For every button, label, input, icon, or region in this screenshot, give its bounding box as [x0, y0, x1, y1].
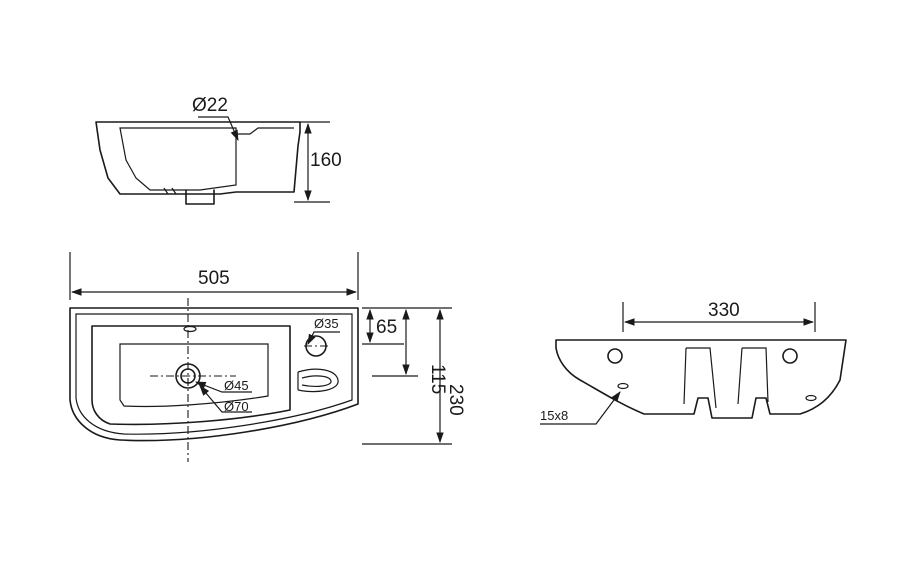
drain-inner-label: Ø45 — [224, 378, 249, 393]
spacing-label: 330 — [708, 300, 740, 321]
basin-side-ledge — [236, 127, 294, 135]
tap-hole-leader — [307, 331, 340, 345]
basin-back-outline — [555, 339, 847, 419]
overflow-slot — [163, 187, 177, 195]
basin-side-outline — [95, 121, 301, 195]
back-view: 330 15x8 — [540, 300, 847, 425]
depth2-label: 115 — [427, 364, 448, 394]
back-inner-recess-2 — [683, 347, 743, 405]
slot-right — [805, 394, 817, 402]
width-label: 505 — [198, 268, 230, 289]
drain-diameter-label: Ø22 — [192, 95, 228, 116]
drain-outlet — [185, 189, 215, 205]
slot-label: 15x8 — [540, 408, 568, 423]
bowl-outline — [91, 325, 291, 426]
drain-outer-label: Ø70 — [224, 399, 249, 414]
basin-side-inner — [119, 127, 237, 191]
top-view: 505 Ø35 Ø45 Ø70 65 115 230 — [69, 252, 466, 462]
depth3-label: 230 — [445, 384, 466, 416]
slot-leader — [540, 391, 621, 425]
mounting-hole-right — [782, 348, 798, 364]
depth1-label: 65 — [376, 317, 397, 338]
drain-leader — [198, 116, 239, 141]
basin-top-outline — [69, 307, 359, 442]
soap-dish-ridges — [297, 368, 339, 393]
side-view: 160 Ø22 — [95, 95, 342, 205]
bowl-inner — [119, 343, 269, 408]
height-label: 160 — [310, 150, 342, 171]
slot-left — [617, 382, 629, 390]
overflow-hole — [183, 325, 197, 333]
tap-hole-label: Ø35 — [314, 316, 339, 331]
drain-outer-leader — [199, 385, 252, 413]
mounting-hole-left — [607, 348, 623, 364]
basin-top-rim — [75, 313, 353, 435]
back-inner-recess — [686, 347, 769, 409]
